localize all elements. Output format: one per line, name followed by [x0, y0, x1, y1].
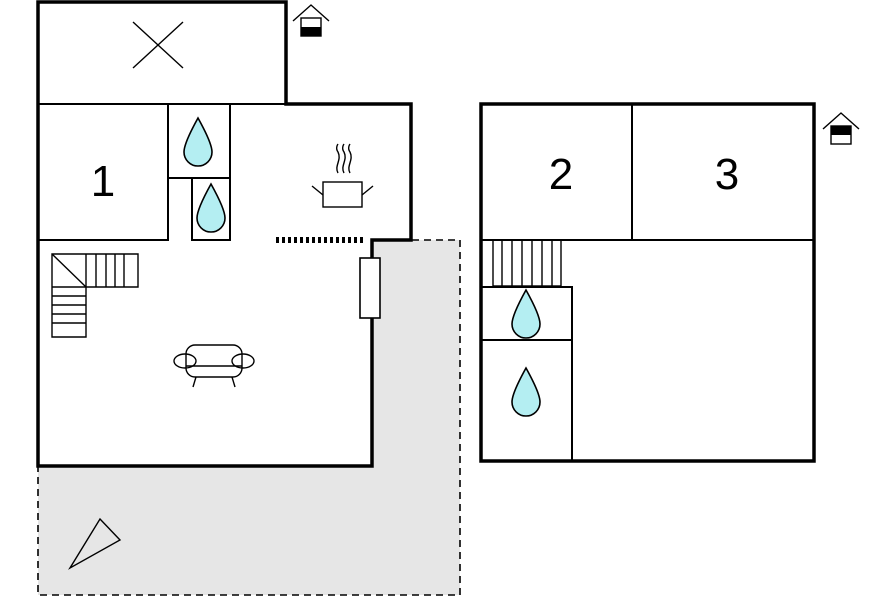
water-drop-icon: [196, 182, 226, 233]
compass-icon: [68, 517, 122, 570]
ground-floor-outline: [36, 0, 413, 468]
house-level-icon: [292, 4, 330, 37]
void-cross-icon: [132, 21, 184, 69]
bathroom-block-2: [191, 177, 231, 241]
room-1-label: 1: [91, 157, 115, 206]
water-drop-icon: [511, 288, 541, 339]
upper-bathroom-walls: [481, 286, 573, 461]
room-3-label: 3: [715, 150, 739, 199]
house-level-icon: [822, 112, 860, 145]
fireplace-icon: [359, 257, 381, 319]
staircase-icon: [51, 253, 139, 338]
terrace-area: [37, 239, 461, 596]
upper-floor-outline: [479, 102, 816, 463]
sofa-icon: [173, 344, 255, 388]
water-drop-icon: [511, 366, 541, 417]
water-drop-icon: [183, 116, 213, 167]
room-2-label: 2: [549, 150, 573, 199]
cooking-pot-icon: [311, 143, 374, 208]
staircase-icon: [492, 239, 562, 287]
